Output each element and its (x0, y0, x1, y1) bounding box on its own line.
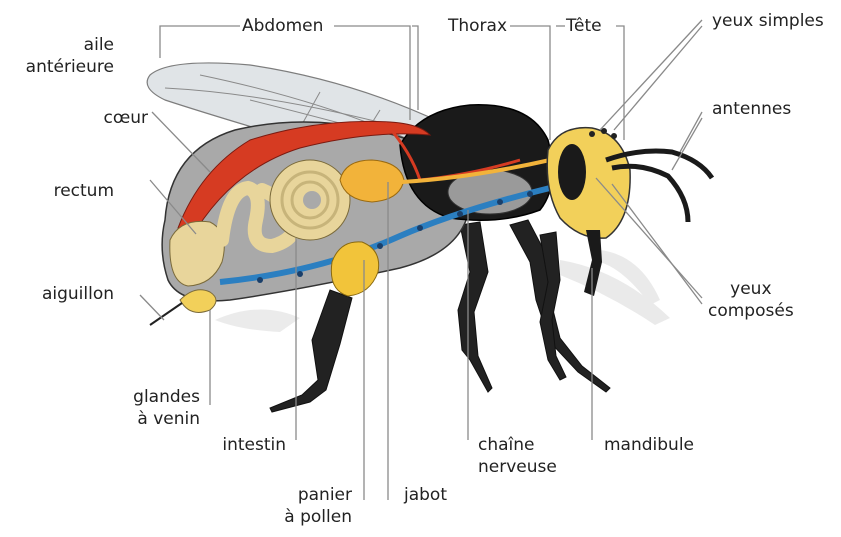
label-aiguillon: aiguillon (16, 283, 114, 305)
label-chaine-line2: nerveuse (478, 456, 557, 478)
label-panier-line2: à pollen (268, 506, 352, 528)
midgut-coil (270, 160, 350, 240)
label-aile-anterieure: aile antérieure (8, 34, 114, 78)
label-coeur: cœur (40, 107, 148, 129)
label-aile-line1: aile (8, 34, 114, 56)
label-thorax: Thorax (448, 15, 507, 37)
label-glandes-a-venin: glandes à venin (110, 386, 200, 430)
label-antennes: antennes (712, 98, 791, 120)
label-yeux-composes: yeux composés (708, 278, 794, 322)
label-yeux-simples: yeux simples (712, 10, 824, 32)
label-tete: Tête (566, 15, 602, 37)
compound-eye (558, 144, 586, 200)
label-yeux-composes-line1: yeux (708, 278, 794, 300)
label-glandes-line1: glandes (110, 386, 200, 408)
sting (150, 303, 182, 325)
label-panier-a-pollen: panier à pollen (268, 484, 352, 528)
label-glandes-line2: à venin (110, 408, 200, 430)
label-chaine-nerveuse: chaîne nerveuse (478, 434, 557, 478)
label-mandibule: mandibule (604, 434, 694, 456)
label-yeux-composes-line2: composés (708, 300, 794, 322)
pollen-basket (331, 242, 378, 296)
label-abdomen: Abdomen (242, 15, 323, 37)
label-rectum: rectum (30, 180, 114, 202)
label-intestin: intestin (200, 434, 286, 456)
label-aile-line2: antérieure (8, 56, 114, 78)
label-panier-line1: panier (268, 484, 352, 506)
label-chaine-line1: chaîne (478, 434, 557, 456)
label-jabot: jabot (404, 484, 447, 506)
